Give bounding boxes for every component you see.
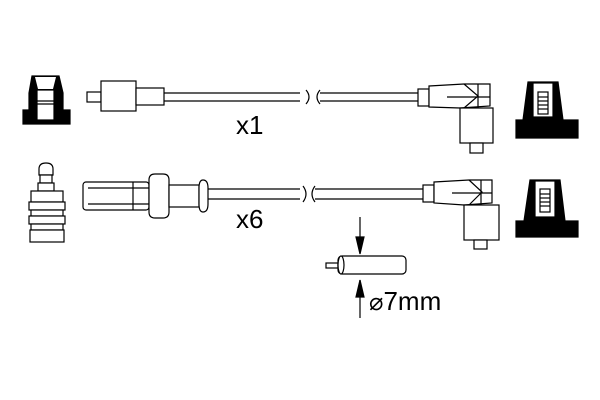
angled-boot-icon bbox=[417, 83, 494, 154]
wire-break-icon bbox=[302, 185, 423, 203]
terminal-nut-icon bbox=[22, 75, 71, 125]
cable-diameter-detail bbox=[325, 217, 407, 318]
boot-cap-icon bbox=[515, 81, 579, 139]
distributor-connector-icon bbox=[82, 173, 300, 219]
diameter-symbol: ⌀ bbox=[369, 289, 384, 316]
ribbed-pin-icon bbox=[28, 162, 66, 243]
diameter-label: ⌀7mm bbox=[369, 288, 441, 316]
diameter-value: 7mm bbox=[383, 286, 442, 316]
quantity-label-row1: x1 bbox=[236, 110, 264, 140]
boot-cap-icon bbox=[515, 179, 579, 238]
coil-connector-icon bbox=[86, 80, 300, 112]
quantity-label-row2: x6 bbox=[236, 204, 264, 234]
wire-break-icon bbox=[305, 89, 418, 105]
angled-boot-icon bbox=[422, 179, 500, 250]
